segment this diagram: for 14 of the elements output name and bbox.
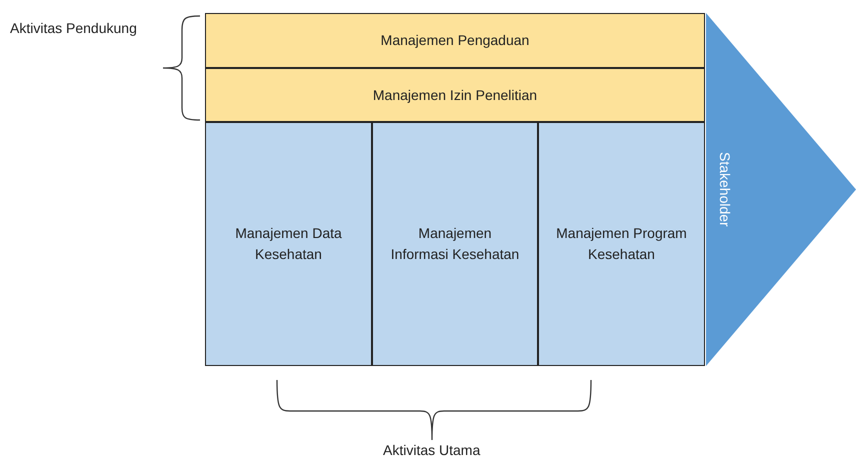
- activity-label: Manajemen Izin Penelitian: [372, 86, 538, 105]
- activity-label: Manajemen Pengaduan: [380, 31, 530, 50]
- primary-activity-column: [372, 122, 538, 366]
- support-activity-band: [205, 13, 705, 68]
- activity-label: Manajemen Data Kesehatan: [234, 224, 343, 264]
- primary-activity-column: [205, 122, 372, 366]
- primary-activity-column: [538, 122, 705, 366]
- stakeholder-triangle: [706, 13, 856, 366]
- support-activity-band: [205, 68, 705, 122]
- group-label: Aktivitas Utama: [383, 442, 480, 458]
- activity-label: Manajemen Program Kesehatan: [555, 224, 688, 264]
- vertical-label: Stakeholder: [716, 152, 734, 227]
- activity-label: Manajemen Informasi Kesehatan: [390, 224, 520, 264]
- group-label: Aktivitas Pendukung: [10, 20, 137, 36]
